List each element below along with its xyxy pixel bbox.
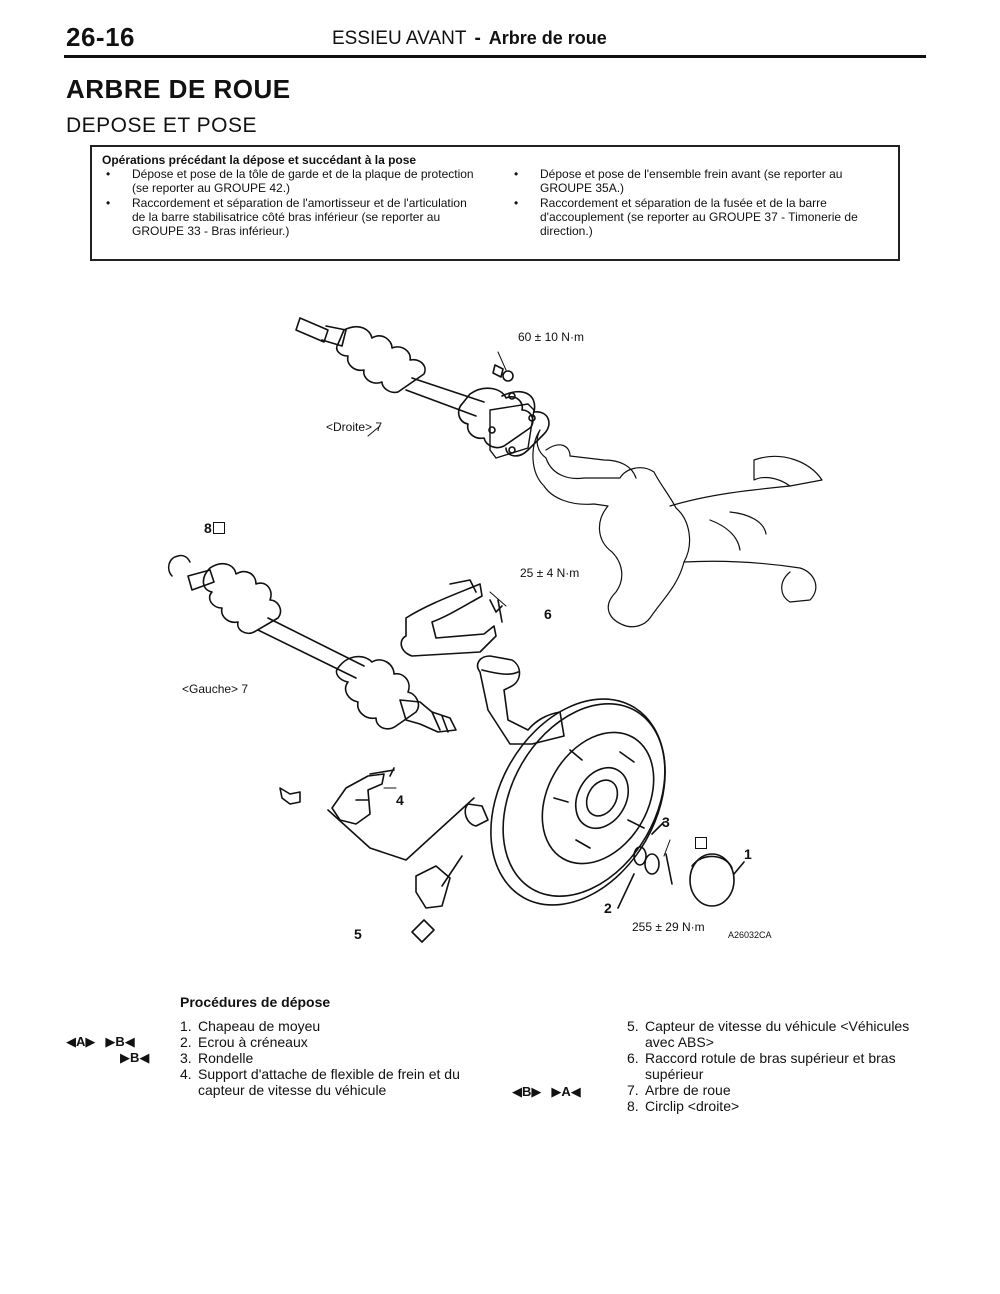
operations-title: Opérations précédant la dépose et succéd… [102,153,417,167]
mark-b-icon: ▶B◀ [120,1050,150,1065]
procedures-left-list: 1.Chapeau de moyeu 2.Ecrou à créneaux 3.… [180,1018,470,1098]
header-separator: - [474,28,481,49]
operation-item: •Dépose et pose de l'ensemble frein avan… [514,167,843,195]
mark-a-icon: ▶A◀ [551,1084,581,1099]
running-header: ESSIEU AVANT-Arbre de roue [332,28,607,50]
bullet-icon: • [106,196,111,210]
figure-code: A26032CA [728,930,772,940]
list-item: 5.Capteur de vitesse du véhicule <Véhicu… [627,1018,910,1050]
drive-shaft-illustration [167,317,823,943]
procedure-marks-row-2: ◀A▶ ▶B◀ [66,1034,145,1050]
procedures-title: Procédures de dépose [180,994,331,1010]
operations-right-column: •Dépose et pose de l'ensemble frein avan… [512,167,887,239]
callout-1: 1 [744,846,752,862]
knuckle-and-brake-disc [464,655,666,906]
exploded-view-diagram: 60 ± 10 N·m <Droite> 7 8 25 ± 4 N·m 6 <G… [150,300,840,960]
callout-2: 2 [604,900,612,916]
torque-label-middle: 25 ± 4 N·m [520,566,580,580]
mark-b-icon: ▶B◀ [105,1034,135,1049]
callout-left-shaft: <Gauche> 7 [182,682,249,696]
list-item: 3.Rondelle [180,1050,254,1066]
reference-box-icon [694,836,707,850]
upper-arm [400,579,503,657]
operations-box: Opérations précédant la dépose et succéd… [90,145,900,261]
chapter-title: ESSIEU AVANT [332,28,467,49]
mark-b-icon: ◀B▶ [512,1084,542,1099]
torque-label-top: 60 ± 10 N·m [518,330,584,344]
mark-a-icon: ◀A▶ [66,1034,96,1049]
speed-sensor-part-5 [411,855,463,943]
callout-8: 8 [204,520,225,536]
section-subtitle: DEPOSE ET POSE [66,114,258,137]
callout-right-shaft: <Droite> 7 [326,420,383,434]
section-title: ARBRE DE ROUE [66,74,291,104]
procedures-right-list: 5.Capteur de vitesse du véhicule <Véhicu… [627,1018,917,1114]
bullet-icon: • [514,167,519,181]
left-drive-shaft [167,554,457,733]
hub-fastener-parts [617,821,745,909]
list-item: 7.Arbre de roue [627,1082,731,1098]
bracket-part-4 [279,767,475,861]
callout-4: 4 [396,792,404,808]
header-rule [64,55,926,58]
bullet-icon: • [106,167,111,181]
operation-item: •Raccordement et séparation de la fusée … [514,196,858,238]
procedure-marks-row-3: ▶B◀ [120,1050,159,1066]
callout-6: 6 [544,606,552,622]
list-item: 8.Circlip <droite> [627,1098,740,1114]
callout-5: 5 [354,926,362,942]
procedure-marks-row-7: ◀B▶ ▶A◀ [512,1084,591,1100]
operations-left-column: •Dépose et pose de la tôle de garde et d… [104,167,479,239]
callout-3: 3 [662,814,670,830]
bullet-icon: • [514,196,519,210]
topic-title: Arbre de roue [488,28,607,48]
torque-label-bottom: 255 ± 29 N·m [632,920,705,934]
operation-item: •Raccordement et séparation de l'amortis… [106,196,467,238]
list-item: 1.Chapeau de moyeu [180,1018,321,1034]
list-item: 4.Support d'attache de flexible de frein… [180,1066,460,1098]
operation-item: •Dépose et pose de la tôle de garde et d… [106,167,474,195]
right-drive-shaft [295,317,550,459]
list-item: 2.Ecrou à créneaux [180,1034,308,1050]
reference-box-icon [212,522,225,535]
list-item: 6.Raccord rotule de bras supérieur et br… [627,1050,896,1082]
differential-housing [532,429,823,628]
page-number: 26-16 [66,22,135,52]
